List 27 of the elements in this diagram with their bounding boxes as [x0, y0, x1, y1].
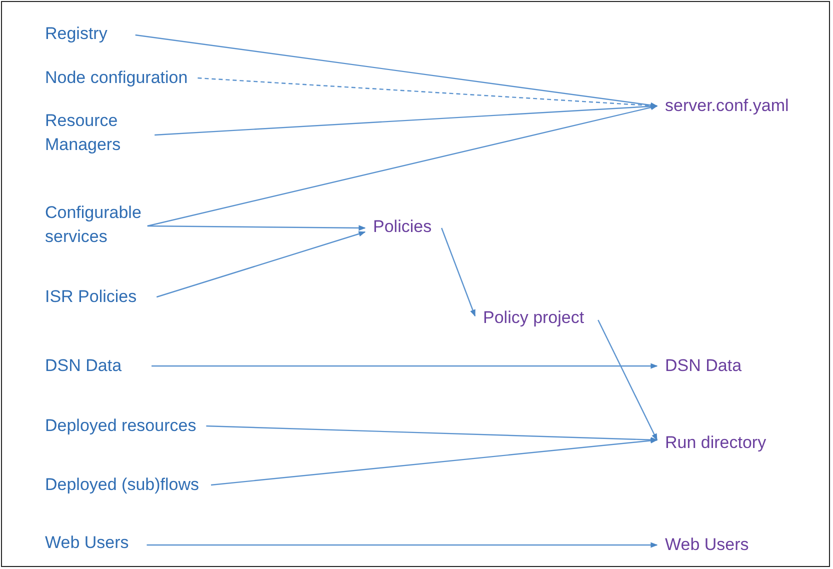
node-label: Policies [373, 216, 433, 238]
node-label: Web Users [665, 534, 750, 556]
arrow [156, 231, 366, 298]
arrow [154, 104, 658, 136]
node-label: ISR Policies [45, 286, 138, 308]
node-label: Configurable services [45, 202, 142, 248]
arrow [206, 425, 658, 443]
node-label: server.conf.yaml [665, 95, 790, 117]
arrow [210, 438, 658, 486]
node-label: Registry [45, 23, 108, 45]
node-label: Deployed (sub)flows [45, 474, 200, 496]
arrow [147, 104, 658, 227]
arrow [135, 34, 658, 108]
node-label: Resource Managers [45, 110, 122, 156]
arrow [198, 77, 658, 108]
node-label: DSN Data [45, 355, 123, 377]
node-label: Web Users [45, 532, 130, 554]
arrow [147, 225, 366, 231]
node-label: Policy project [483, 307, 586, 329]
arrow [146, 542, 658, 548]
node-label: Node configuration [45, 67, 189, 89]
arrow [598, 320, 658, 441]
node-label: Deployed resources [45, 415, 198, 437]
arrow [441, 228, 476, 317]
node-label: Run directory [665, 432, 768, 454]
node-label: DSN Data [665, 355, 743, 377]
arrow [152, 363, 658, 369]
